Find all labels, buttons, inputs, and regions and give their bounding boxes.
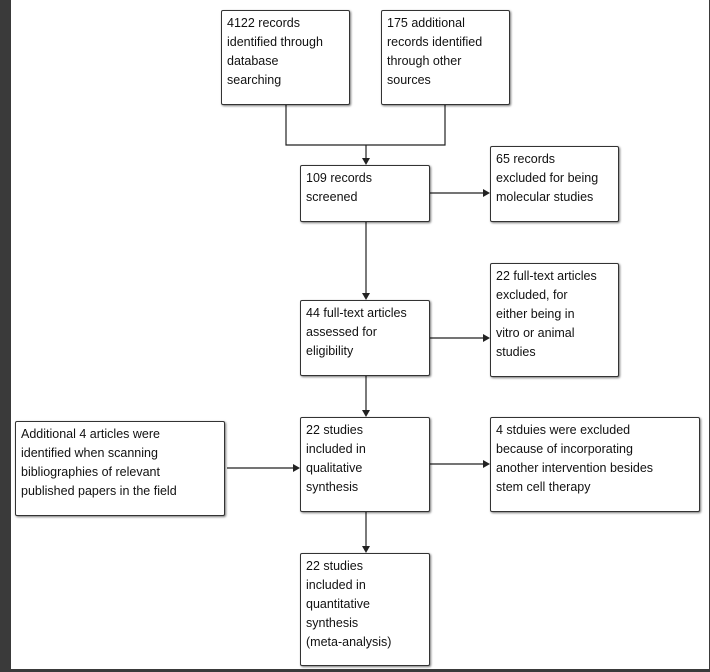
flowchart-canvas: 4122 records identified through database… [11, 0, 709, 669]
fulltext-excluded-box: 22 full-text articles excluded, for eith… [490, 263, 619, 377]
connector-other-merge [366, 104, 446, 146]
arrowhead-quantitative [362, 546, 370, 553]
excluded-molecular-box: 65 records excluded for being molecular … [490, 146, 619, 222]
fulltext-assessed-box: 44 full-text articles assessed for eligi… [300, 300, 430, 376]
qualitative-synthesis-box: 22 studies included in qualitative synth… [300, 417, 430, 512]
quantitative-synthesis-box: 22 studies included in quantitative synt… [300, 553, 430, 666]
excluded-intervention-box: 4 stduies were excluded because of incor… [490, 417, 700, 512]
records-screened-box: 109 records screened [300, 165, 430, 222]
arrowhead-fulltext-excluded [483, 334, 490, 342]
arrowhead-qualitative [362, 410, 370, 417]
additional-articles-box: Additional 4 articles were identified wh… [15, 421, 225, 516]
arrowhead-excluded-molecular [483, 189, 490, 197]
connector-database-merge [285, 104, 366, 146]
arrowhead-excluded-intervention [483, 460, 490, 468]
arrowhead-fulltext [362, 293, 370, 300]
database-records-box: 4122 records identified through database… [221, 10, 350, 105]
connector-lines [227, 104, 490, 553]
arrowhead-additional [293, 464, 300, 472]
arrowhead-screened [362, 158, 370, 165]
other-sources-box: 175 additional records identified throug… [381, 10, 510, 105]
